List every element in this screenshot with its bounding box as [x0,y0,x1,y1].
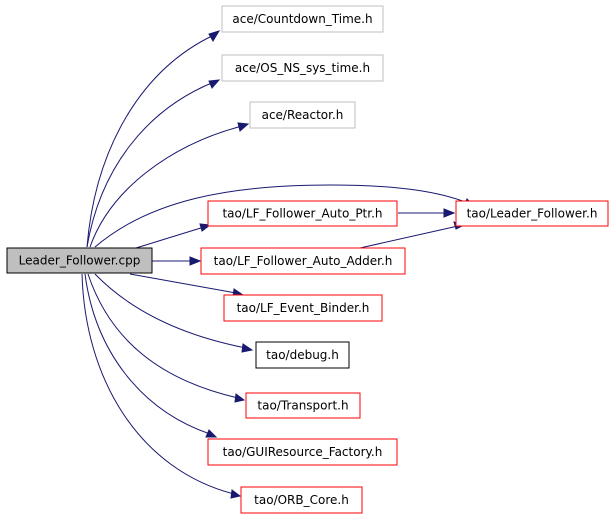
edge-cpp-to-guiresource-factory [84,273,211,435]
edge-cpp-to-reactor [89,125,243,248]
edge-cpp-to-lf-event-binder [129,273,237,294]
arrowhead-icon [237,122,250,132]
node-label: tao/LF_Event_Binder.h [237,301,370,315]
node-leader-follower-cpp[interactable]: Leader_Follower.cpp [6,247,153,274]
node-transport[interactable]: tao/Transport.h [245,392,361,419]
node-label: tao/LF_Follower_Auto_Adder.h [214,254,393,268]
node-lf-follower-auto-adder[interactable]: tao/LF_Follower_Auto_Adder.h [200,247,406,275]
edge-cpp-to-lf-follower-auto-ptr [135,226,205,249]
node-label: Leader_Follower.cpp [19,254,141,268]
node-leader-follower-h[interactable]: tao/Leader_Follower.h [455,200,609,227]
arrowhead-icon [205,429,218,438]
edge-cpp-to-countdown-time [86,34,215,248]
edge-auto-adder-to-leader-follower-h [359,225,459,249]
arrowhead-icon [230,489,242,499]
node-label: tao/ORB_Core.h [254,493,349,507]
node-label: ace/Countdown_Time.h [232,12,372,26]
node-label: tao/LF_Follower_Auto_Ptr.h [222,207,382,221]
node-os-ns-sys-time[interactable]: ace/OS_NS_sys_time.h [221,54,384,82]
edge-cpp-to-os-ns-sys-time [86,81,215,248]
node-label: ace/OS_NS_sys_time.h [235,61,370,75]
node-countdown-time[interactable]: ace/Countdown_Time.h [221,5,384,33]
edge-cpp-to-debug [94,273,247,349]
node-lf-follower-auto-ptr[interactable]: tao/LF_Follower_Auto_Ptr.h [207,200,398,227]
edge-cpp-to-transport [87,273,239,399]
arrowhead-icon [241,343,254,353]
nodes: Leader_Follower.cpp ace/Countdown_Time.h… [6,5,609,514]
arrowhead-icon [208,79,221,89]
arrowhead-icon [234,393,246,403]
node-label: tao/GUIResource_Factory.h [223,445,383,459]
edge-cpp-to-orb-core [81,273,235,495]
node-debug[interactable]: tao/debug.h [255,341,350,369]
arrowhead-icon [443,208,456,218]
node-orb-core[interactable]: tao/ORB_Core.h [240,486,363,514]
node-guiresource-factory[interactable]: tao/GUIResource_Factory.h [207,438,398,466]
node-lf-event-binder[interactable]: tao/LF_Event_Binder.h [223,294,383,322]
arrowhead-icon [208,30,221,42]
node-label: tao/debug.h [266,348,339,362]
node-label: ace/Reactor.h [262,108,344,122]
node-label: tao/Transport.h [257,399,348,413]
edge-cpp-to-leader-follower-h [94,184,469,248]
arrowhead-icon [189,256,202,266]
node-label: tao/Leader_Follower.h [467,207,598,221]
node-reactor[interactable]: ace/Reactor.h [249,101,356,129]
